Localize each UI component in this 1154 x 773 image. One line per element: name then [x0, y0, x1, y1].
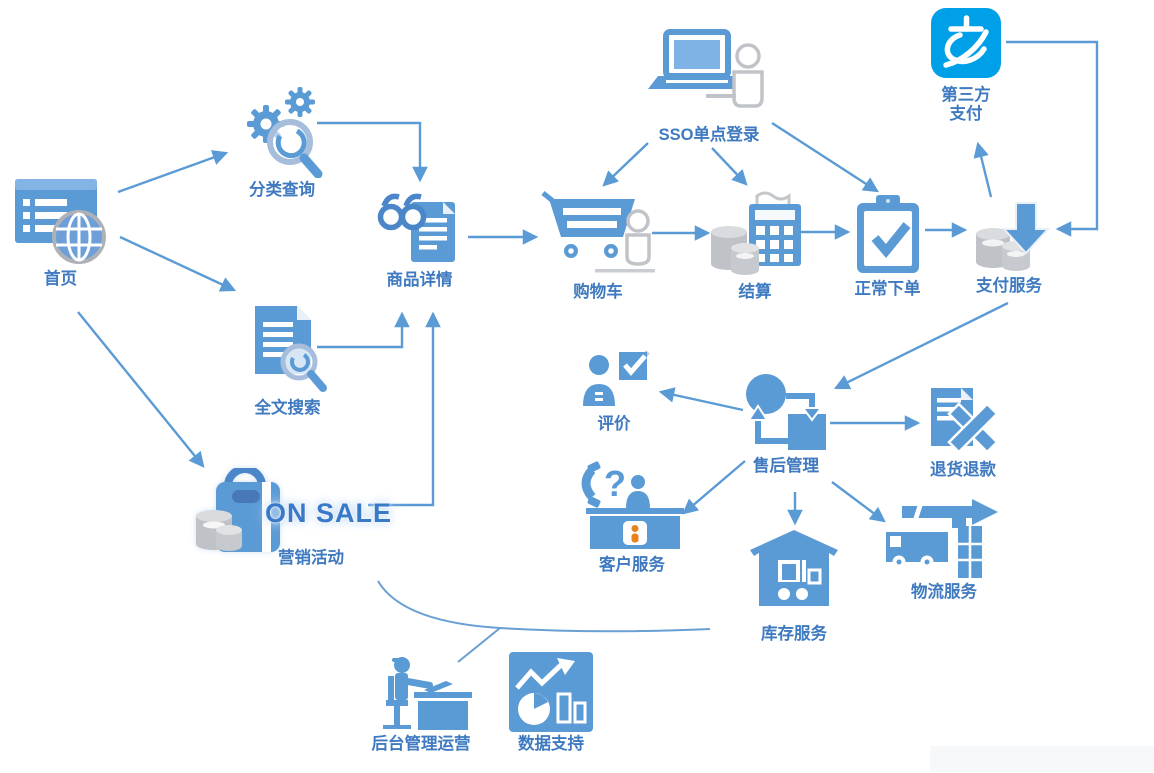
node-payment-service: 支付服务 — [960, 196, 1058, 296]
node-label-line2: 支付 — [949, 105, 983, 123]
alipay-icon — [931, 8, 1001, 78]
coins-download-arrow-icon — [975, 202, 1050, 271]
node-label: 购物车 — [573, 283, 623, 301]
support-brace-curve — [377, 580, 711, 663]
node-checkout: 结算 — [706, 190, 804, 302]
node-third-party-payment: 第三方 支付 — [930, 8, 1002, 124]
node-label: 后台管理运营 — [371, 735, 471, 753]
calculator-coins-icon — [711, 191, 801, 275]
node-label: 客户服务 — [599, 556, 665, 574]
node-label: 退货退款 — [930, 461, 996, 479]
node-logistics-service: 物流服务 — [886, 498, 1002, 602]
admin-at-desk-icon — [383, 657, 472, 730]
node-label: 商品详情 — [386, 271, 453, 289]
node-cart: 购物车 — [538, 185, 658, 302]
on-sale-badge: ON SALE — [265, 498, 393, 528]
node-customer-service: ? 客户服务 — [575, 460, 689, 575]
node-backend-ops: 后台管理运营 — [365, 654, 477, 754]
node-marketing: ON SALE 营销活动 — [190, 468, 391, 568]
binoculars-document-icon — [377, 193, 455, 262]
delivery-truck-arrow-icon — [886, 499, 998, 578]
node-label: 数据支持 — [518, 735, 584, 753]
node-label: 分类查询 — [249, 181, 315, 199]
node-inventory-service: 库存服务 — [750, 530, 838, 644]
node-fulltext-search: 全文搜索 — [240, 300, 335, 418]
node-aftersales: 售后管理 — [740, 370, 832, 476]
gears-search-icon — [247, 87, 323, 178]
node-label: SSO单点登录 — [658, 126, 760, 144]
helpdesk-icon: ? — [581, 461, 684, 549]
warehouse-forklift-icon — [750, 530, 838, 606]
node-label: 正常下单 — [854, 280, 921, 298]
node-category-query: 分类查询 — [232, 80, 332, 200]
node-review: 评价 — [577, 348, 651, 434]
node-label: 全文搜索 — [254, 399, 321, 417]
node-label: 结算 — [738, 283, 772, 301]
node-data-support: 数据支持 — [508, 652, 594, 754]
clipboard-check-icon — [856, 195, 919, 273]
svg-text:?: ? — [604, 463, 626, 504]
node-label: 售后管理 — [753, 457, 819, 475]
watermark-strip — [930, 746, 1154, 772]
shopping-cart-user-icon — [541, 191, 655, 273]
node-return-refund: 退货退款 — [921, 384, 1005, 480]
node-label: 评价 — [597, 415, 631, 433]
node-sso: SSO单点登录 — [646, 28, 772, 145]
node-label: 营销活动 — [278, 549, 344, 567]
node-product-detail: 商品详情 — [372, 188, 467, 290]
document-x-icon — [931, 388, 999, 454]
laptop-user-icon — [648, 29, 764, 108]
node-home: 首页 — [8, 175, 113, 289]
document-search-icon — [254, 306, 327, 392]
node-label: 物流服务 — [911, 583, 977, 601]
node-label-line1: 第三方 — [941, 86, 991, 104]
node-label: 支付服务 — [976, 277, 1042, 295]
user-check-icon — [583, 350, 650, 406]
exchange-return-icon — [746, 374, 826, 450]
node-normal-order: 正常下单 — [845, 193, 930, 299]
analytics-chart-icon — [509, 652, 593, 732]
shopping-bag-coins-icon — [196, 468, 280, 552]
node-label: 库存服务 — [761, 625, 827, 643]
node-label: 首页 — [44, 270, 77, 288]
homepage-browser-globe-icon — [14, 179, 106, 264]
